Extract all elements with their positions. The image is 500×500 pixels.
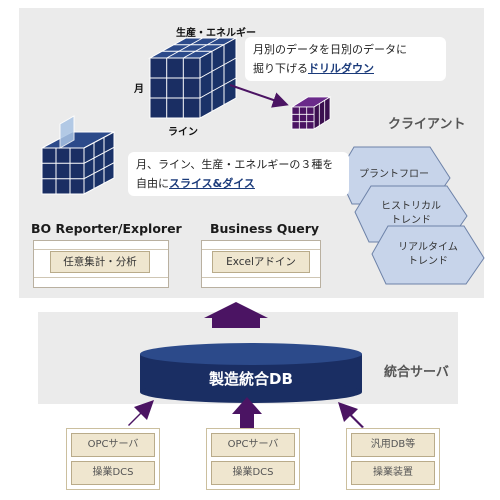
small-cube-icon — [290, 96, 332, 130]
source-1: OPCサーバ 操業DCS — [66, 428, 160, 490]
tool-bo-sheet: 任意集計・分析 — [33, 240, 169, 288]
source-2: OPCサーバ 操業DCS — [206, 428, 300, 490]
db-label: 製造統合DB — [209, 370, 293, 388]
source-2-bottom[interactable]: 操業DCS — [211, 461, 295, 485]
drilldown-callout: 月別のデータを日別のデータに 掘り下げるドリルダウン — [245, 37, 446, 81]
slice-cube-icon — [41, 115, 115, 195]
drilldown-line1: 月別のデータを日別のデータに — [253, 43, 407, 56]
tool-bq-label[interactable]: Excelアドイン — [212, 251, 310, 273]
source-1-top[interactable]: OPCサーバ — [71, 433, 155, 457]
trend-historical-line1: ヒストリカル — [381, 201, 441, 212]
arrow-left-icon — [128, 400, 154, 426]
cube-bottom-label: ライン — [168, 127, 198, 138]
cube-top-label: 生産・エネルギー — [176, 28, 256, 39]
drilldown-line2: 掘り下げるドリルダウン — [253, 59, 438, 78]
tool-bo-title: BO Reporter/Explorer — [31, 221, 182, 236]
trend-shape-3 — [371, 225, 485, 285]
slice-line2: 自由にスライス&ダイス — [136, 174, 341, 193]
database-icon — [140, 343, 362, 403]
tool-bq-sheet: Excelアドイン — [201, 240, 321, 288]
cube-left-label: 月 — [134, 84, 144, 95]
trend-historical[interactable]: ヒストリカル トレンド — [361, 200, 461, 228]
tool-bq-title: Business Query — [210, 221, 320, 236]
server-label: 統合サーバ — [384, 365, 449, 380]
client-label: クライアント — [388, 117, 466, 132]
slice-prefix: 自由に — [136, 177, 169, 190]
trend-realtime-line2: トレンド — [408, 256, 448, 267]
slice-link[interactable]: スライス&ダイス — [169, 177, 255, 190]
tool-bo-label[interactable]: 任意集計・分析 — [50, 251, 150, 273]
arrow-right-icon — [338, 402, 364, 428]
trend-realtime-line1: リアルタイム — [398, 242, 458, 253]
trend-historical-line2: トレンド — [391, 215, 431, 226]
trend-realtime[interactable]: リアルタイム トレンド — [378, 241, 478, 269]
trend-plant-flow[interactable]: プラントフロー — [359, 169, 429, 180]
slice-line1: 月、ライン、生産・エネルギーの３種を — [136, 158, 334, 171]
source-3-bottom[interactable]: 操業装置 — [351, 461, 435, 485]
up-arrow-icon — [204, 302, 268, 328]
arrow-center-icon — [232, 397, 262, 428]
source-3-top[interactable]: 汎用DB等 — [351, 433, 435, 457]
drilldown-prefix: 掘り下げる — [253, 62, 308, 75]
slice-callout: 月、ライン、生産・エネルギーの３種を 自由にスライス&ダイス — [128, 152, 349, 196]
source-3: 汎用DB等 操業装置 — [346, 428, 440, 490]
big-cube-icon — [148, 37, 238, 119]
drilldown-link[interactable]: ドリルダウン — [308, 62, 374, 75]
source-1-bottom[interactable]: 操業DCS — [71, 461, 155, 485]
source-2-top[interactable]: OPCサーバ — [211, 433, 295, 457]
